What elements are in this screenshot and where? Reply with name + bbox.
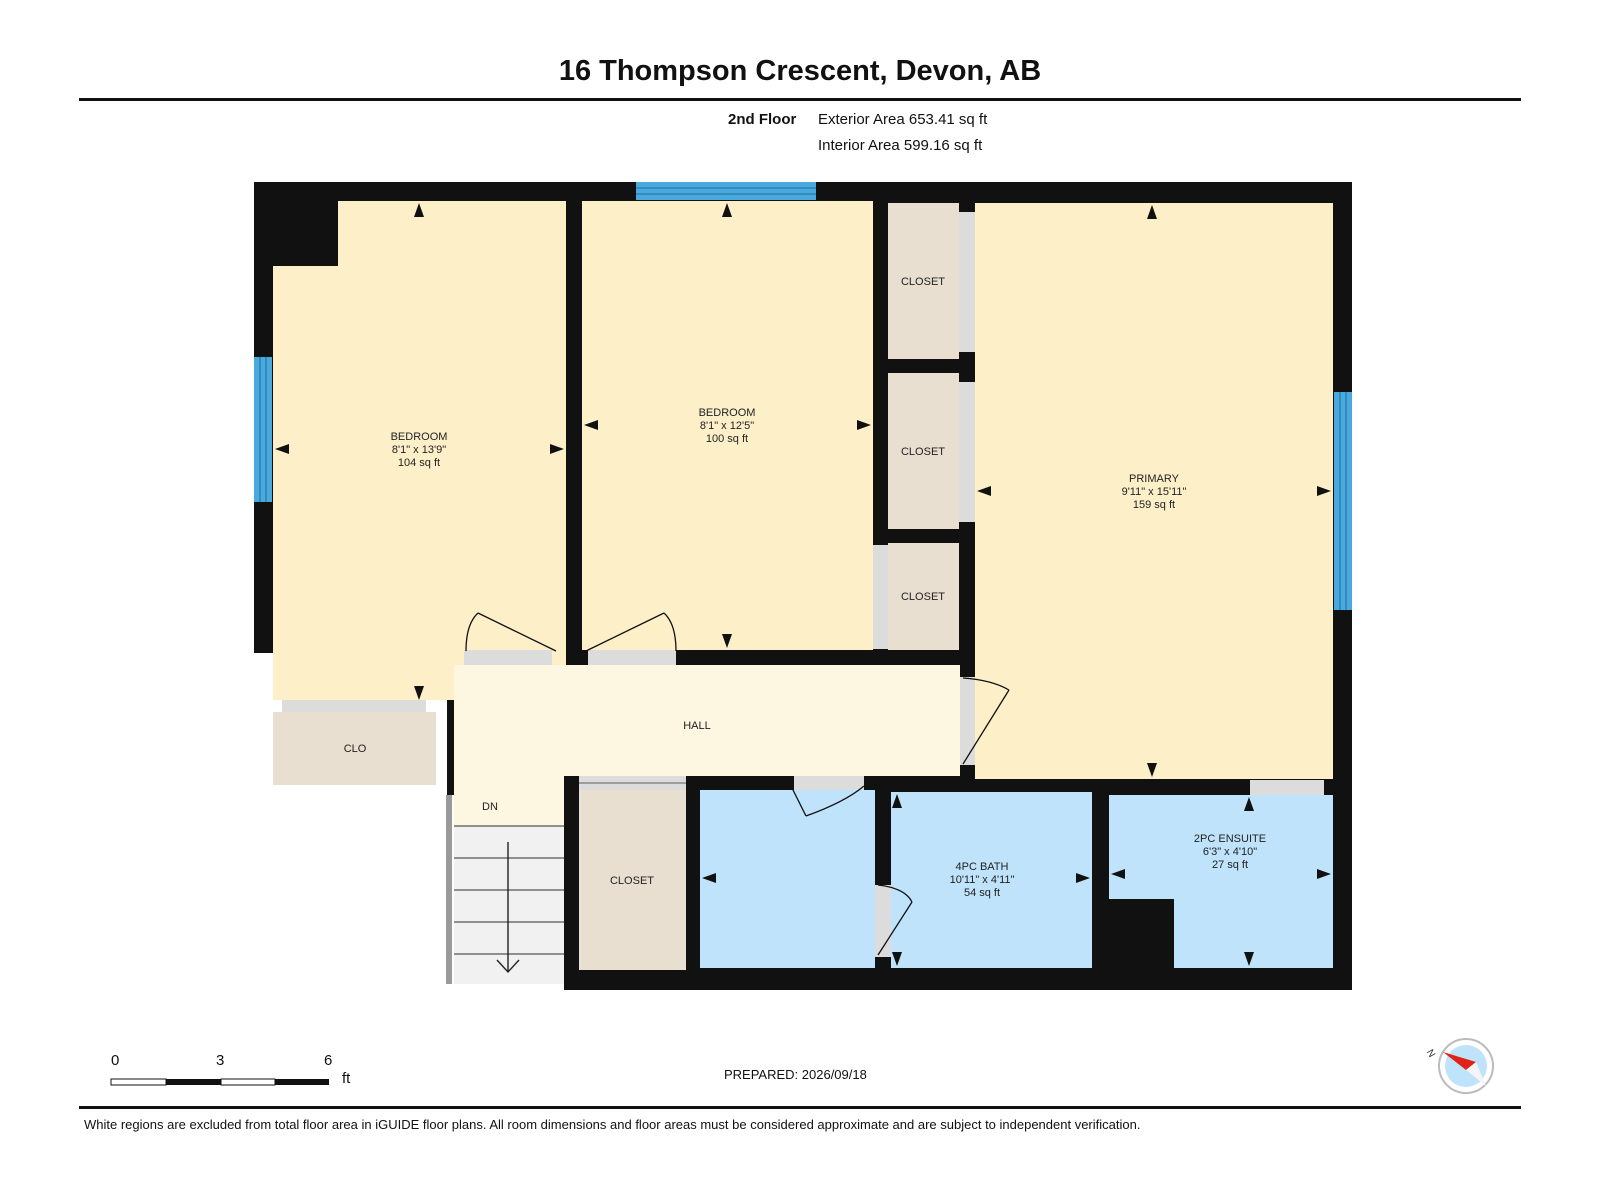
footer-rule (79, 1106, 1521, 1109)
bedroom-1-area: 104 sq ft (398, 457, 440, 469)
hall-floor (454, 665, 960, 826)
window-right (1334, 392, 1352, 610)
bedroom-1-floor (273, 201, 566, 700)
scale-tick-3: 3 (216, 1052, 225, 1069)
stair-down-arrow (496, 842, 520, 974)
compass-north-label: N (1424, 1048, 1437, 1060)
dimension-arrows (275, 203, 1331, 966)
primary-area: 159 sq ft (1133, 499, 1175, 511)
bedroom-1-name: BEDROOM (391, 431, 448, 443)
header-rule (79, 98, 1521, 101)
disclaimer: White regions are excluded from total fl… (84, 1117, 1141, 1132)
closet-a-floor (888, 203, 959, 359)
bedroom-2-name: BEDROOM (699, 407, 756, 419)
ensuite-area: 27 sq ft (1212, 859, 1248, 871)
hall-label: HALL (683, 720, 711, 732)
bedroom-1-dims: 8'1" x 13'9" (392, 444, 446, 456)
bath-4pc-name: 4PC BATH (956, 861, 1009, 873)
closet-b-floor (888, 373, 959, 529)
closet-c-floor (888, 543, 959, 650)
scale-bar (110, 1078, 329, 1086)
scale-unit: ft (342, 1070, 351, 1087)
plan-title: 16 Thompson Crescent, Devon, AB (558, 55, 1042, 87)
stairs-treads (454, 825, 564, 955)
stair-rail (446, 795, 452, 984)
primary-dims: 9'11" x 15'11" (1122, 486, 1187, 498)
scale-tick-0: 0 (111, 1052, 120, 1069)
primary-floor (975, 203, 1333, 779)
stairs-label: DN (482, 801, 498, 813)
closet-d-floor (579, 790, 686, 970)
window-top (636, 182, 816, 200)
clo-floor (273, 712, 436, 785)
bath-4pc-main-floor (891, 792, 1092, 968)
bath-4pc-area: 54 sq ft (964, 887, 1000, 899)
bath-4pc-dims: 10'11" x 4'11" (950, 874, 1015, 886)
scale-tick-6: 6 (324, 1052, 333, 1069)
closet-d-label: CLOSET (610, 875, 654, 887)
closet-c-label: CLOSET (901, 591, 945, 603)
compass-icon: N (1424, 1038, 1494, 1094)
bedroom-2-dims: 8'1" x 12'5" (700, 420, 754, 432)
interior-area: Interior Area 599.16 sq ft (818, 137, 983, 154)
door-swings (465, 612, 1010, 956)
exterior-area: Exterior Area 653.41 sq ft (818, 111, 988, 128)
prepared-date: PREPARED: 2026/09/18 (724, 1067, 867, 1082)
stairs-floor (454, 826, 564, 984)
primary-name: PRIMARY (1129, 473, 1180, 485)
floor-label: 2nd Floor (728, 111, 797, 128)
ensuite-dims: 6'3" x 4'10" (1203, 846, 1257, 858)
window-left (254, 357, 272, 502)
closet-a-label: CLOSET (901, 276, 945, 288)
clo-label: CLO (344, 743, 367, 755)
ensuite-name: 2PC ENSUITE (1194, 833, 1266, 845)
closet-b-label: CLOSET (901, 446, 945, 458)
bedroom-2-area: 100 sq ft (706, 433, 748, 445)
openings (282, 212, 1324, 957)
bath-4pc-floor (700, 790, 875, 968)
ensuite-floor (1109, 795, 1333, 968)
bedroom-2-floor (582, 201, 873, 650)
